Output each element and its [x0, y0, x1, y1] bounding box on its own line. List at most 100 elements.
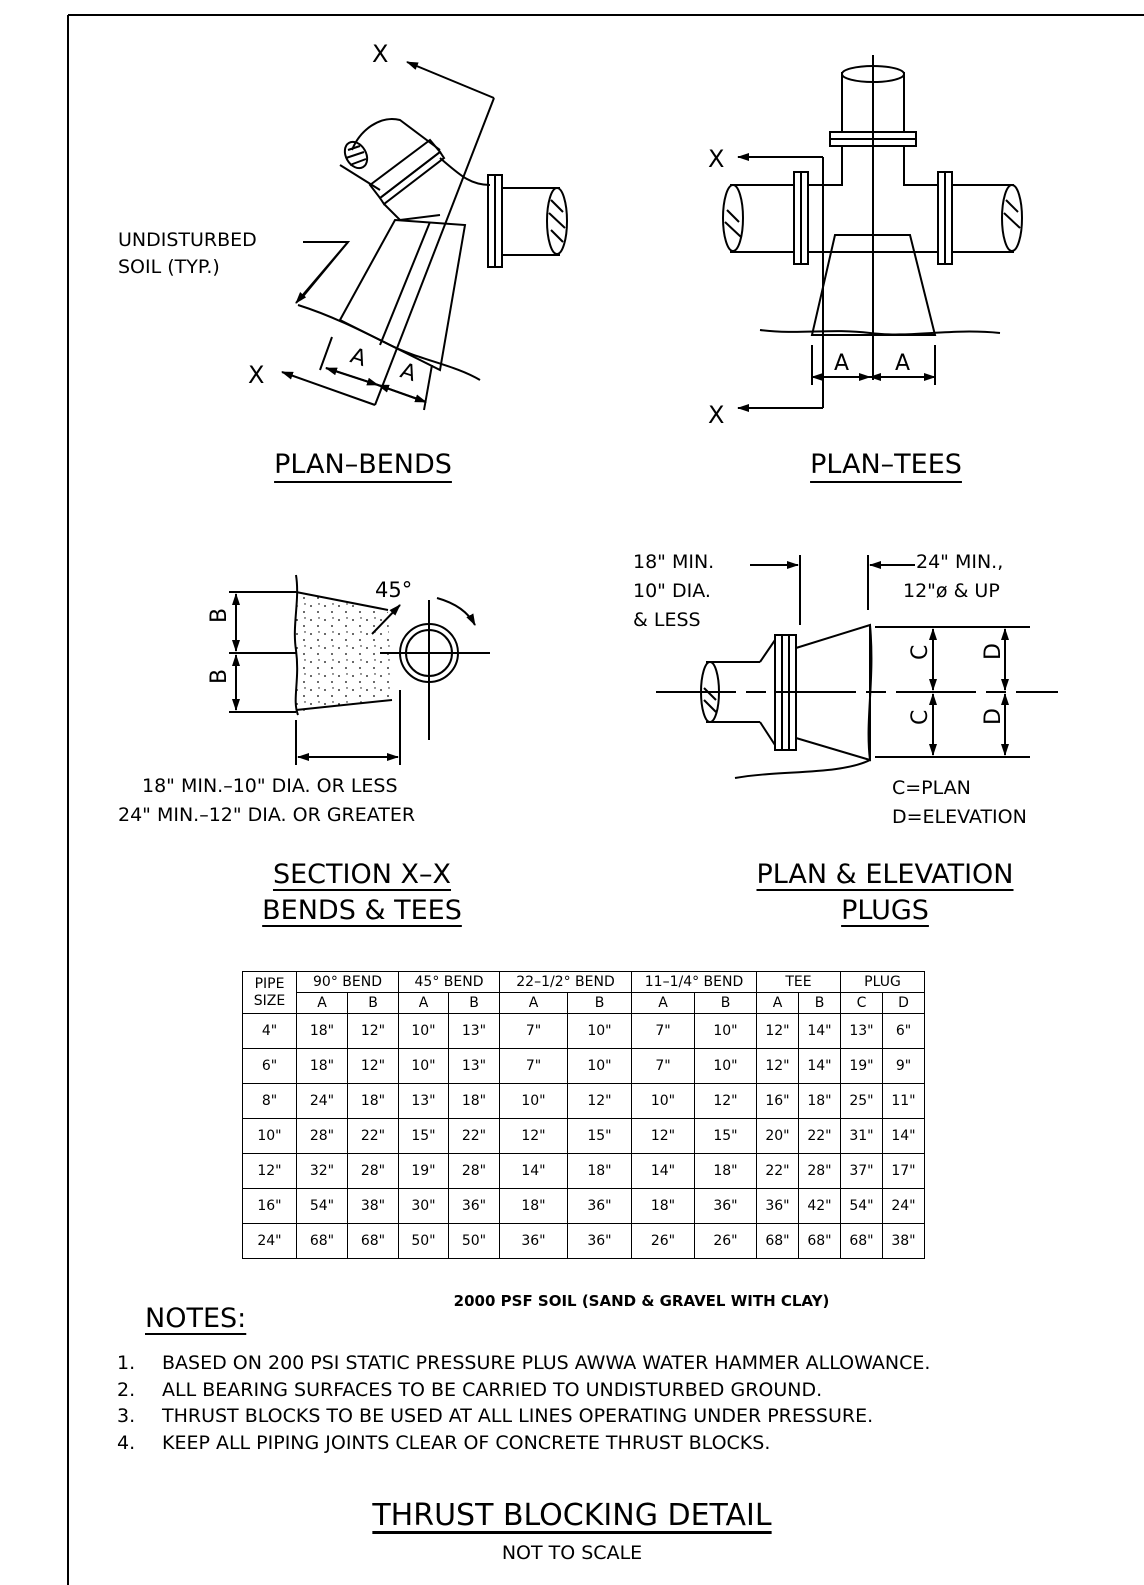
table-cell: 18": [296, 1013, 348, 1049]
table-cell: 17": [882, 1153, 925, 1189]
table-cell: 10": [567, 1013, 632, 1049]
plugs-dim-c1: C: [908, 645, 933, 660]
table-cell: 18": [347, 1083, 399, 1119]
table-cell: 13": [840, 1013, 883, 1049]
plugs-diagram: [656, 555, 1058, 779]
table-cell: 36": [448, 1188, 500, 1224]
sub-header-cell: D: [882, 992, 925, 1014]
plug-min24-line1: 24" MIN.,: [916, 551, 1004, 573]
table-cell: 32": [296, 1153, 348, 1189]
plan-bends-dim-a1: A: [347, 344, 369, 372]
table-cell: 7": [499, 1013, 568, 1049]
sub-header-cell: B: [798, 992, 841, 1014]
table-cell: 38": [347, 1188, 399, 1224]
section-title-line1: SECTION X–X: [272, 859, 452, 890]
pipe-label: PIPE: [254, 976, 285, 993]
note-item: 1.BASED ON 200 PSI STATIC PRESSURE PLUS …: [117, 1352, 930, 1374]
table-cell: 68": [296, 1223, 348, 1259]
note-item: 3.THRUST BLOCKS TO BE USED AT ALL LINES …: [117, 1405, 873, 1427]
table-cell: 12": [347, 1048, 399, 1084]
col-45-bend: 45° BEND: [398, 971, 500, 993]
table-cell: 68": [840, 1223, 883, 1259]
plan-bends-x-bottom: X: [248, 361, 264, 389]
table-cell: 54": [840, 1188, 883, 1224]
plug-min18-line3: & LESS: [633, 609, 701, 631]
pipe-size-cell: 24": [242, 1223, 297, 1259]
sub-header-cell: B: [347, 992, 399, 1014]
table-cell: 14": [798, 1013, 841, 1049]
table-cell: 20": [756, 1118, 799, 1154]
table-cell: 12": [499, 1118, 568, 1154]
table-row: 16"54"38"30"36"18"36"18"36"36"42"54"24": [242, 1188, 925, 1224]
plugs-title-line2: PLUGS: [841, 895, 929, 926]
drawing-title: THRUST BLOCKING DETAIL: [372, 1498, 772, 1533]
table-cell: 14": [882, 1118, 925, 1154]
table-cell: 18": [448, 1083, 500, 1119]
table-cell: 15": [694, 1118, 757, 1154]
table-cell: 14": [631, 1153, 695, 1189]
section-angle-label: 45°: [375, 578, 413, 602]
col-22-bend: 22–1/2° BEND: [499, 971, 632, 993]
table-cell: 9": [882, 1048, 925, 1084]
plan-tees-x-bottom: X: [708, 401, 724, 429]
pipe-size-cell: 6": [242, 1048, 297, 1084]
col-90-bend: 90° BEND: [296, 971, 399, 993]
table-cell: 14": [499, 1153, 568, 1189]
table-cell: 10": [398, 1013, 449, 1049]
table-cell: 25": [840, 1083, 883, 1119]
plan-tees-dim-a1: A: [834, 351, 849, 376]
note-number: 4.: [117, 1432, 136, 1454]
table-cell: 50": [448, 1223, 500, 1259]
plugs-title-line1: PLAN & ELEVATION: [756, 859, 1014, 890]
notes-title: NOTES:: [145, 1303, 247, 1334]
table-group-header-row: PIPE SIZE 90° BEND 45° BEND 22–1/2° BEND…: [242, 971, 925, 1014]
section-dim-b2: B: [207, 669, 232, 684]
table-cell: 18": [567, 1153, 632, 1189]
table-cell: 26": [631, 1223, 695, 1259]
plug-min18-line1: 18" MIN.: [633, 551, 715, 573]
note-number: 2.: [117, 1379, 136, 1401]
table-caption: 2000 PSF SOIL (SAND & GRAVEL WITH CLAY): [453, 1292, 830, 1310]
table-row: 4"18"12"10"13"7"10"7"10"12"14"13"6": [242, 1013, 925, 1049]
table-row: 6"18"12"10"13"7"10"7"10"12"14"19"9": [242, 1048, 925, 1084]
table-cell: 50": [398, 1223, 449, 1259]
col-pipe-size: PIPE SIZE: [242, 971, 297, 1014]
table-cell: 10": [499, 1083, 568, 1119]
pipe-size-cell: 4": [242, 1013, 297, 1049]
table-cell: 68": [347, 1223, 399, 1259]
table-row: 12"32"28"19"28"14"18"14"18"22"28"37"17": [242, 1153, 925, 1189]
table-cell: 28": [448, 1153, 500, 1189]
table-cell: 7": [631, 1013, 695, 1049]
table-cell: 12": [567, 1083, 632, 1119]
table-cell: 54": [296, 1188, 348, 1224]
table-cell: 13": [448, 1013, 500, 1049]
col-11-bend: 11–1/4° BEND: [631, 971, 757, 993]
sub-header-cell: B: [448, 992, 500, 1014]
table-cell: 36": [567, 1188, 632, 1224]
table-cell: 28": [798, 1153, 841, 1189]
section-note-line1: 18" MIN.–10" DIA. OR LESS: [142, 775, 398, 797]
pipe-size-cell: 10": [242, 1118, 297, 1154]
table-cell: 26": [694, 1223, 757, 1259]
plan-tees-title: PLAN–TEES: [810, 449, 962, 480]
note-number: 3.: [117, 1405, 136, 1427]
note-item: 2.ALL BEARING SURFACES TO BE CARRIED TO …: [117, 1379, 822, 1401]
plan-tees-diagram: [722, 55, 1023, 412]
table-cell: 22": [756, 1153, 799, 1189]
table-cell: 68": [756, 1223, 799, 1259]
table-cell: 10": [631, 1083, 695, 1119]
pipe-size-cell: 12": [242, 1153, 297, 1189]
sub-header-cell: C: [840, 992, 883, 1014]
table-cell: 36": [567, 1223, 632, 1259]
note-text: BASED ON 200 PSI STATIC PRESSURE PLUS AW…: [162, 1352, 931, 1374]
table-cell: 10": [694, 1048, 757, 1084]
note-text: KEEP ALL PIPING JOINTS CLEAR OF CONCRETE…: [162, 1432, 771, 1454]
plan-bends-diagram: [281, 61, 568, 411]
table-cell: 19": [398, 1153, 449, 1189]
sub-header-cell: A: [631, 992, 695, 1014]
table-cell: 42": [798, 1188, 841, 1224]
plug-d-elevation: D=ELEVATION: [892, 806, 1027, 828]
sub-header-cell: A: [398, 992, 449, 1014]
section-xx-diagram: [229, 574, 490, 765]
table-body: 4"18"12"10"13"7"10"7"10"12"14"13"6"6"18"…: [242, 1013, 925, 1259]
